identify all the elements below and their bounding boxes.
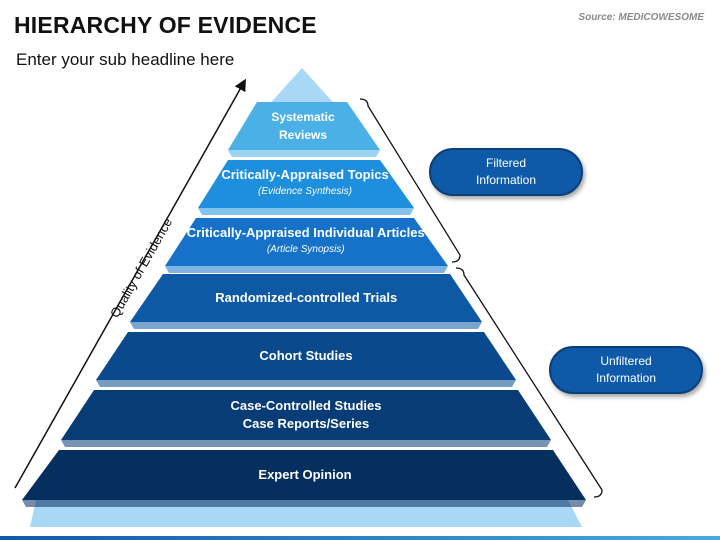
tier-label: Systematic [271, 110, 335, 124]
unfiltered-information-badge: Unfiltered Information [549, 346, 703, 394]
quality-axis-arrow [14, 78, 246, 489]
pyramid-tier [96, 332, 516, 380]
filtered-bracket [359, 98, 461, 263]
pyramid-tier-edge [198, 208, 414, 215]
pyramid-tier-edge [61, 440, 551, 447]
page-title: HIERARCHY OF EVIDENCE [14, 12, 317, 38]
tier-label: Critically-Appraised Individual Articles [187, 225, 425, 240]
pyramid-tier-edge [96, 380, 516, 387]
filtered-line2: Information [475, 173, 537, 187]
pyramid-tier [228, 102, 380, 150]
pyramid-tier-edge [165, 266, 448, 273]
filtered-line1: Filtered [485, 156, 526, 170]
unfiltered-line1: Unfiltered [600, 354, 652, 368]
tier-label: Case-Controlled Studies [231, 398, 382, 413]
page-subtitle: Enter your sub headline here [16, 50, 235, 69]
pyramid-tier [61, 390, 551, 440]
filtered-information-badge: Filtered Information [429, 148, 583, 196]
tier-label: Cohort Studies [259, 348, 352, 363]
pyramid-tier [165, 218, 448, 266]
pyramid-tier-edge [228, 150, 380, 157]
tier-label: Reviews [279, 128, 327, 142]
tier-sublabel: (Evidence Synthesis) [258, 186, 352, 197]
pyramid-tier-edge [130, 322, 482, 329]
footer-accent-bar [0, 536, 720, 540]
unfiltered-bracket [455, 267, 603, 498]
pyramid-tier-edge [22, 500, 586, 507]
tier-sublabel: (Article Synopsis) [267, 244, 345, 255]
pyramid-tier [22, 450, 586, 500]
tier-label: Expert Opinion [258, 467, 351, 482]
pyramid-tier [130, 274, 482, 322]
tier-label: Case Reports/Series [243, 416, 369, 431]
unfiltered-line2: Information [595, 371, 657, 385]
pyramid-tier [198, 160, 414, 208]
tier-label: Critically-Appraised Topics [221, 167, 388, 182]
source-credit: Source: MEDICOWESOME [578, 12, 704, 23]
tier-label: Randomized-controlled Trials [215, 290, 397, 305]
